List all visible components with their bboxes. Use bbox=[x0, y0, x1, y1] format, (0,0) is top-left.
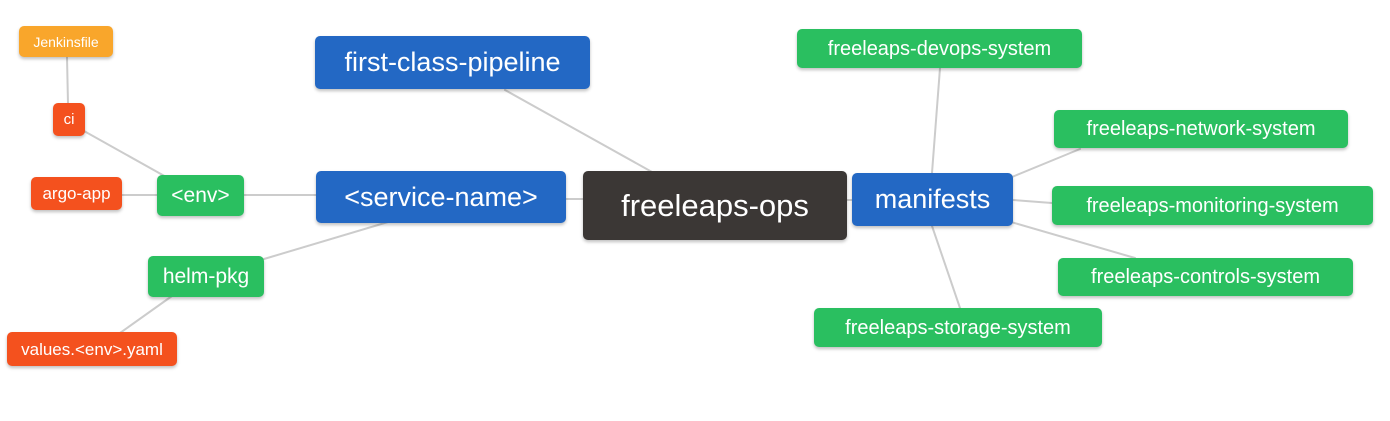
node-helm-pkg[interactable]: helm-pkg bbox=[148, 256, 264, 297]
node-jenkinsfile[interactable]: Jenkinsfile bbox=[19, 26, 113, 57]
edge-manifests-to-freeleaps-network-system bbox=[1011, 148, 1081, 178]
node-env[interactable]: <env> bbox=[157, 175, 244, 216]
node-freeleaps-network-system[interactable]: freeleaps-network-system bbox=[1054, 110, 1348, 148]
node-freeleaps-controls-system[interactable]: freeleaps-controls-system bbox=[1058, 258, 1353, 296]
node-freeleaps-monitoring-system[interactable]: freeleaps-monitoring-system bbox=[1052, 186, 1373, 225]
node-freeleaps-devops-system[interactable]: freeleaps-devops-system bbox=[797, 29, 1082, 68]
edge-jenkinsfile-to-ci bbox=[66, 56, 69, 105]
node-service-name[interactable]: <service-name> bbox=[316, 171, 566, 223]
node-freeleaps-storage-system[interactable]: freeleaps-storage-system bbox=[814, 308, 1102, 347]
node-first-class-pipeline[interactable]: first-class-pipeline bbox=[315, 36, 590, 89]
edge-manifests-to-freeleaps-storage-system bbox=[931, 225, 961, 309]
edge-manifests-to-freeleaps-controls-system bbox=[1010, 221, 1136, 259]
edge-first-class-pipeline-to-freeleaps-ops bbox=[504, 89, 653, 173]
edge-manifests-to-freeleaps-devops-system bbox=[931, 67, 941, 174]
node-values-env-yaml[interactable]: values.<env>.yaml bbox=[7, 332, 177, 366]
node-argo-app[interactable]: argo-app bbox=[31, 177, 122, 210]
edge-ci-to-env bbox=[83, 130, 169, 179]
node-ci[interactable]: ci bbox=[53, 103, 85, 136]
node-manifests[interactable]: manifests bbox=[852, 173, 1013, 226]
edge-service-name-to-helm-pkg bbox=[263, 221, 389, 260]
edge-helm-pkg-to-values-env-yaml bbox=[119, 295, 173, 334]
node-freeleaps-ops[interactable]: freeleaps-ops bbox=[583, 171, 847, 240]
edge-manifests-to-freeleaps-monitoring-system bbox=[1012, 199, 1053, 204]
